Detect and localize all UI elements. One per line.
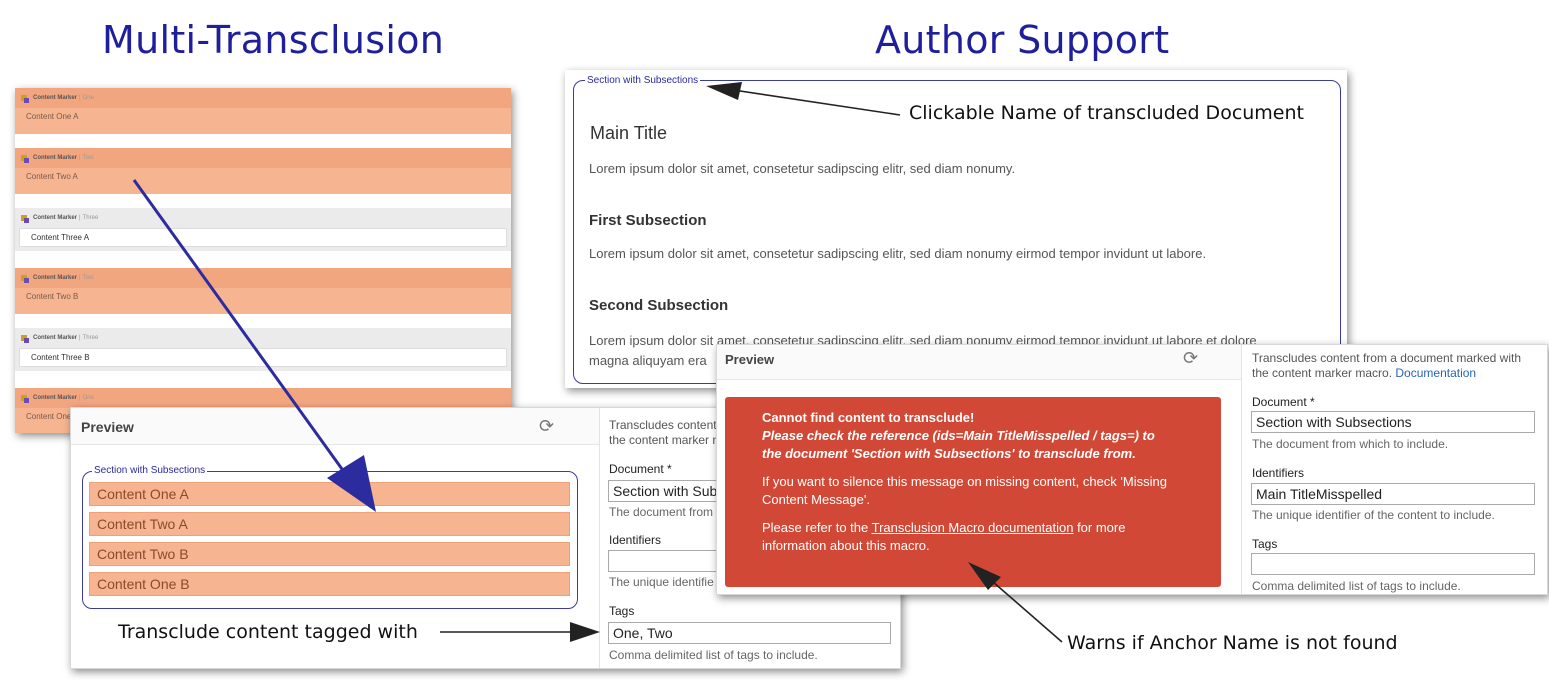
document-input[interactable]: Section with Subsections [1251,411,1535,433]
tags-label: Tags [1252,537,1278,551]
document-link[interactable]: Section with Subsections [585,75,701,86]
marker-label: Content Marker [33,155,78,161]
heading-multi-transclusion: Multi-Transclusion [102,18,445,62]
transcluded-item: Content One B [89,572,570,596]
error-reference: Please refer to the Transclusion Macro d… [762,520,1126,535]
marker-tag: Three [82,215,99,221]
marker-icon [21,214,29,223]
paragraph: Lorem ipsum dolor sit amet, consetetur s… [589,161,1016,176]
author-document: Section with Subsections Main Title Lore… [565,70,1347,388]
tags-label: Tags [609,604,635,618]
content-text: Content One A [26,112,79,121]
content-block: Content Marker|Two Content Two B [15,268,511,314]
refresh-icon[interactable]: ⟳ [539,416,555,436]
marker-label: Content Marker [33,275,78,281]
transcluded-item: Content Two A [89,512,570,536]
document-label: Document * [1252,395,1315,409]
content-marker-stack: Content Marker|One Content One A Content… [15,88,511,433]
content-text: Content Two A [26,172,78,181]
error-reference: information about this macro. [762,538,930,553]
preview-header [717,345,1241,380]
preview-title: Preview [725,352,775,367]
error-hint: Content Message'. [762,492,870,507]
marker-label: Content Marker [33,395,78,401]
marker-tag: One [82,395,94,401]
macro-description: Transcludes content from a document mark… [1252,351,1522,380]
error-detail: Please check the reference (ids=Main Tit… [762,428,1155,443]
subsection-title: First Subsection [589,212,707,229]
tags-input[interactable] [1251,553,1535,575]
preview-header [71,408,599,445]
marker-icon [21,274,29,283]
identifiers-label: Identifiers [609,533,662,547]
document-help: The document from which to include. [1252,437,1449,451]
transcluded-item: Content One A [89,482,570,506]
heading-author-support: Author Support [875,18,1170,62]
document-help: The document from [609,505,714,519]
annotation-warns: Warns if Anchor Name is not found [1067,632,1398,654]
content-marker-header: Content Marker|Three [15,208,511,228]
documentation-link[interactable]: Transclusion Macro documentation [871,520,1074,535]
panel-divider [1241,345,1242,594]
marker-tag: Two [82,275,94,281]
preview-title: Preview [81,419,134,435]
subsection-title: Second Subsection [589,297,729,314]
refresh-icon[interactable]: ⟳ [1183,348,1199,368]
identifiers-label: Identifiers [1252,466,1305,480]
content-marker-header: Content Marker|Two [15,268,511,288]
documentation-link[interactable]: Documentation [1395,366,1477,380]
document-label: Document * [609,462,672,476]
transcluded-item: Content Two B [89,542,570,566]
error-hint: If you want to silence this message on m… [762,474,1167,489]
content-block: Content Marker|Three Content Three A [15,208,511,251]
identifiers-input[interactable]: Main TitleMisspelled [1251,483,1535,505]
marker-tag: Two [82,155,94,161]
tags-input[interactable]: One, Two [608,622,891,644]
marker-icon [21,334,29,343]
document-link[interactable]: Section with Subsections [92,465,208,476]
content-marker-header: Content Marker|One [15,88,511,108]
marker-icon [21,94,29,103]
marker-tag: One [82,95,94,101]
error-detail: the document 'Section with Subsections' … [762,446,1136,461]
content-marker-header: Content Marker|Two [15,148,511,168]
paragraph: Lorem ipsum dolor sit amet, consetetur s… [589,246,1207,261]
tags-help: Comma delimited list of tags to include. [609,648,818,662]
marker-label: Content Marker [33,215,78,221]
right-preview-panel: Preview ⟳ Cannot find content to transcl… [716,344,1548,595]
identifiers-help: The unique identifier of the content to … [1252,508,1495,522]
tags-help: Comma delimited list of tags to include. [1252,579,1461,593]
error-message-box: Cannot find content to transclude! Pleas… [725,397,1221,587]
annotation-tagged-with: Transclude content tagged with [118,621,418,643]
marker-icon [21,394,29,403]
content-text: Content Two B [26,292,79,301]
main-title: Main Title [590,123,668,143]
content-text: Content Three B [19,348,507,367]
identifiers-help: The unique identifie [609,575,714,589]
content-block: Content Marker|Two Content Two A [15,148,511,194]
content-text: Content One [26,412,72,421]
content-block: Content Marker|One Content One A [15,88,511,134]
content-marker-header: Content Marker|One [15,388,511,408]
marker-tag: Three [82,335,99,341]
content-marker-header: Content Marker|Three [15,328,511,348]
annotation-clickable-name: Clickable Name of transcluded Document [909,102,1304,124]
panel-divider [599,408,600,668]
marker-label: Content Marker [33,95,78,101]
content-block: Content Marker|Three Content Three B [15,328,511,371]
marker-icon [21,154,29,163]
error-heading: Cannot find content to transclude! [762,410,975,425]
content-text: Content Three A [19,228,507,247]
marker-label: Content Marker [33,335,78,341]
